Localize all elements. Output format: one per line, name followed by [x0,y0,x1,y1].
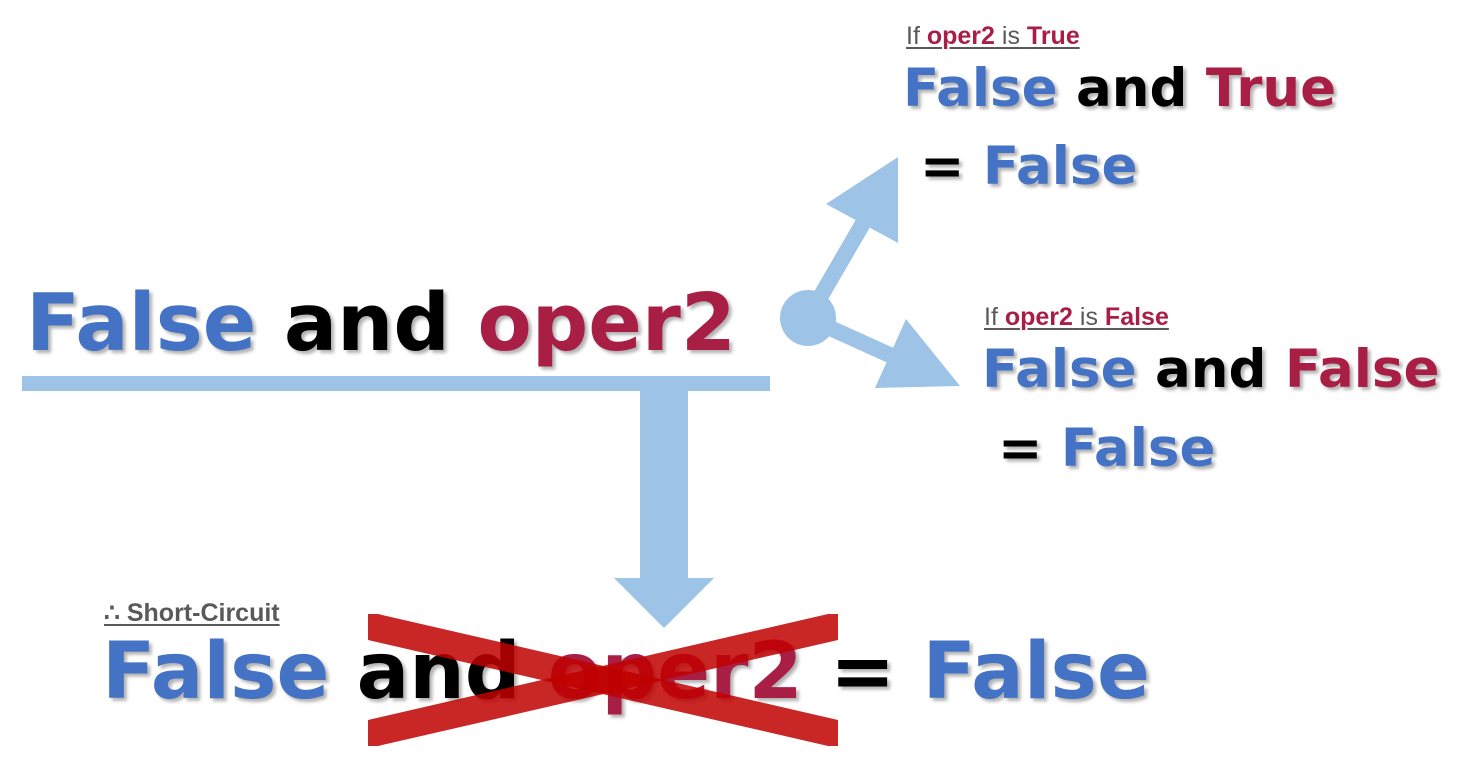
conclusion-operator-crossed: and [356,627,521,717]
short-circuit-caption: ∴ Short-Circuit [104,599,280,627]
true-caption-value: True [1026,22,1080,50]
main-expression: False and oper2 [26,284,736,363]
true-branch-caption: If oper2 is True [906,22,1080,50]
conclusion-equals: = [829,627,896,717]
main-underline-bar [22,376,770,391]
false-branch-expression: False and False [982,339,1440,400]
main-right-operand: oper2 [477,277,736,369]
true-caption-var: oper2 [926,22,995,50]
conclusion-right-operand-crossed: oper2 [547,627,803,717]
arrow-to-false-shaft [804,310,929,379]
conclusion-result: False [922,627,1150,717]
arrow-to-true-head [826,157,898,243]
arrow-to-false-head [875,319,960,388]
arrow-to-true-shaft [801,189,887,323]
conclusion-expression: False and oper2 = False [102,633,1150,711]
false-branch-caption: If oper2 is False [984,303,1169,331]
conclusion-left-operand: False [102,627,330,717]
main-operator: and [283,277,450,369]
false-caption-value: False [1104,303,1169,331]
true-branch-expression: False and True [903,58,1337,119]
branch-hub [780,290,836,346]
true-branch-result: = False [920,136,1138,197]
false-caption-var: oper2 [1004,303,1073,331]
false-branch-result: = False [998,418,1216,479]
main-left-operand: False [26,277,257,369]
down-arrow [614,391,714,628]
